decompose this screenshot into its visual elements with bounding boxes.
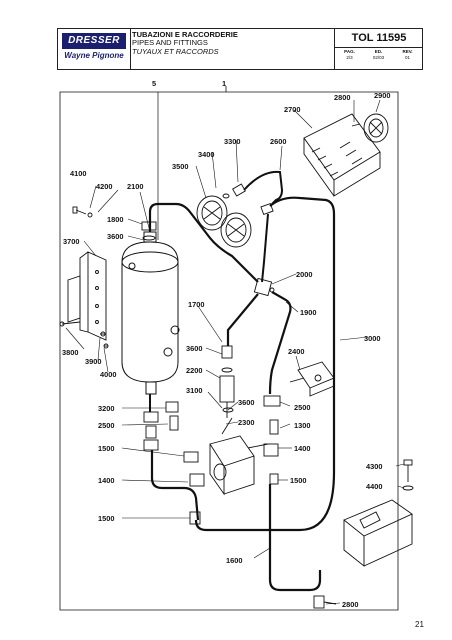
pipe-1900	[268, 291, 292, 395]
pipe-3000	[194, 196, 336, 532]
pag-value: 2/3	[346, 55, 353, 60]
gauge-2900	[363, 113, 389, 143]
pag-label: PAG.	[344, 49, 355, 54]
ed-value: 02/03	[372, 55, 385, 60]
callout-2500-right: 2500	[294, 403, 310, 412]
callout-4100: 4100	[70, 169, 86, 178]
callout-4400: 4400	[366, 482, 382, 491]
screw-4100	[72, 206, 93, 218]
logo-subtitle: Wayne Pignone	[64, 51, 124, 60]
valve-body	[209, 417, 269, 496]
pipe-2600-lower	[261, 213, 269, 283]
drain-fittings	[143, 401, 179, 451]
title-french: TUYAUX ET RACCORDS	[132, 46, 219, 56]
fitting-2800-top	[351, 123, 361, 127]
callout-2800-bottom: 2800	[342, 600, 358, 609]
callout-1500-right: 1500	[290, 476, 306, 485]
doc-code: TOL 11595	[335, 29, 423, 48]
fitting-1800	[141, 221, 157, 241]
callout-1900: 1900	[300, 308, 316, 317]
callout-3800: 3800	[62, 348, 78, 357]
tee-fitting-2000	[253, 277, 275, 297]
page-number: 21	[415, 620, 424, 629]
callout-1400-right: 1400	[294, 444, 310, 453]
callout-1500-left: 1500	[98, 444, 114, 453]
callout-4200: 4200	[96, 182, 112, 191]
callout-3300: 3300	[224, 137, 240, 146]
pressure-gauge-3500	[196, 195, 228, 231]
pipe-1600	[150, 450, 200, 521]
callout-5: 5	[152, 79, 156, 88]
pressure-gauge-2	[220, 212, 252, 248]
doc-code-cell: TOL 11595 PAG. 2/3 ED. 02/03 REV. 01	[334, 29, 423, 69]
rev-label: REV.	[402, 49, 413, 54]
callout-2500-left: 2500	[98, 421, 114, 430]
callout-2700: 2700	[284, 105, 300, 114]
callout-3900: 3900	[85, 357, 101, 366]
check-valve-2200	[219, 345, 235, 418]
callout-1300: 1300	[294, 421, 310, 430]
callout-2300: 2300	[238, 418, 254, 427]
callout-4300: 4300	[366, 462, 382, 471]
ed-label: ED.	[374, 49, 383, 54]
title-english: PIPES AND FITTINGS	[132, 38, 208, 48]
pipe-1700	[226, 293, 259, 346]
elbow-1400	[183, 451, 205, 487]
gauge-panel-2700	[303, 113, 381, 197]
callout-4000: 4000	[100, 370, 116, 379]
rev-value: 01	[404, 55, 410, 60]
fitting-group-right	[263, 395, 281, 485]
support-bracket	[343, 499, 413, 567]
callout-labels: 5 1 2700 2800 2900 3300 2600 3400 3500 4…	[62, 79, 390, 609]
callout-3500: 3500	[172, 162, 188, 171]
callout-3000: 3000	[364, 334, 380, 343]
callout-3700: 3700	[63, 237, 79, 246]
callout-2800: 2800	[334, 93, 350, 102]
valve-bracket-2400	[289, 361, 335, 397]
callout-3400: 3400	[198, 150, 214, 159]
callout-1800: 1800	[107, 215, 123, 224]
mounting-screws	[59, 321, 109, 349]
pipe-2100	[148, 202, 259, 283]
callout-2100: 2100	[127, 182, 143, 191]
logo-wordmark: DRESSER	[62, 33, 126, 49]
edition-meta: ED. 02/03	[364, 49, 393, 61]
leader-lines	[65, 99, 405, 605]
pipe-2600	[243, 170, 284, 205]
pipe-1600-long	[268, 484, 322, 592]
brand-logo: DRESSER Wayne Pignone	[58, 29, 131, 69]
gauge-nipple-3300	[222, 183, 274, 216]
tank-bracket	[67, 251, 107, 341]
callout-1600: 1600	[226, 556, 242, 565]
callout-3600-low: 3600	[238, 398, 254, 407]
bolt-4300	[402, 459, 414, 491]
callout-2000: 2000	[296, 270, 312, 279]
callout-1500-bottom: 1500	[98, 514, 114, 523]
callout-3200: 3200	[98, 404, 114, 413]
revision-meta: REV. 01	[393, 49, 422, 61]
fitting-2800-bottom	[313, 595, 337, 609]
drawing-title: TUBAZIONI E RACCORDERIE PIPES AND FITTIN…	[132, 30, 332, 56]
callout-2900: 2900	[374, 91, 390, 100]
callout-1: 1	[222, 79, 226, 88]
fitting-3600-mid	[222, 407, 234, 413]
title-italian: TUBAZIONI E RACCORDERIE	[132, 30, 238, 39]
callout-2600: 2600	[270, 137, 286, 146]
callout-1700: 1700	[188, 300, 204, 309]
callout-3100: 3100	[186, 386, 202, 395]
page-meta: PAG. 2/3	[335, 49, 364, 61]
assembly-frame	[59, 91, 399, 611]
title-block: DRESSER Wayne Pignone TUBAZIONI E RACCOR…	[57, 28, 423, 70]
callout-3600-mid: 3600	[186, 344, 202, 353]
callout-2400: 2400	[288, 347, 304, 356]
callout-2200: 2200	[186, 366, 202, 375]
callout-1400-left: 1400	[98, 476, 114, 485]
callout-3600-top: 3600	[107, 232, 123, 241]
air-receiver-tank	[121, 231, 180, 395]
